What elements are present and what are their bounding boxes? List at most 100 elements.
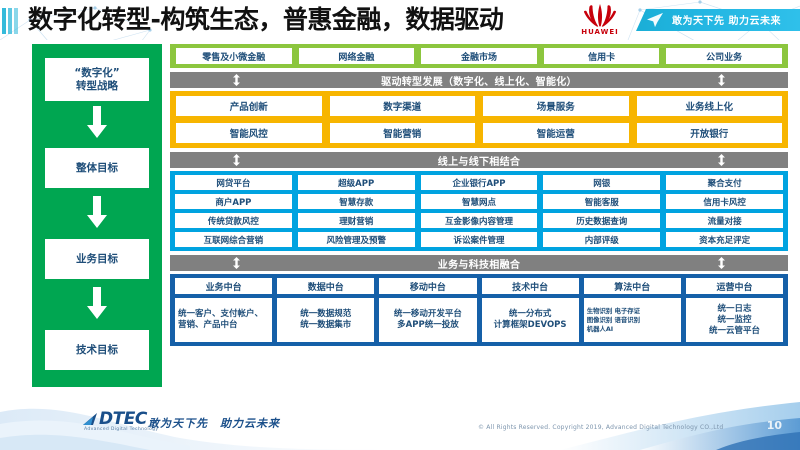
- goal-box-business: 业务目标: [45, 239, 149, 279]
- platform-algo-line-3: 机器人AI: [586, 324, 614, 333]
- app-risk-management-warning[interactable]: 风险管理及预警: [297, 232, 415, 247]
- platform-header-row: 业务中台 数据中台 移动中台 技术中台 算法中台 运营中台: [175, 278, 784, 294]
- app-traffic-integration[interactable]: 流量对接: [666, 213, 783, 228]
- platform-ops-line-1: 统一日志: [717, 303, 752, 314]
- platform-detail-business: 统一客户、支付帐户、营销、产品中台: [175, 298, 273, 342]
- platform-detail-row: 统一客户、支付帐户、营销、产品中台 统一数据规范 统一数据集市 统一移动开发平台…: [175, 298, 784, 342]
- app-corporate-bank-app[interactable]: 企业银行APP: [420, 175, 538, 190]
- divider-label-fusion: 业务与科技相融合: [437, 259, 521, 271]
- app-capital-adequacy-assessment[interactable]: 资本充足评定: [666, 232, 783, 247]
- dtec-tagline: 敢为天下先 助力云未来: [148, 417, 280, 430]
- drive-row-1: 产品创新 数字渠道 场景服务 业务线上化: [176, 96, 782, 116]
- dtec-logo: DTEC: [82, 411, 147, 428]
- dtec-subtitle: Advanced Digital Technology: [84, 427, 159, 432]
- app-image-content-management[interactable]: 互金影像内容管理: [420, 213, 538, 228]
- huawei-wordmark: HUAWEI: [581, 28, 619, 36]
- platform-data-line-1: 统一数据规范: [300, 309, 352, 319]
- app-wealth-marketing[interactable]: 理财营销: [297, 213, 415, 228]
- app-credit-card-risk-control[interactable]: 信用卡风控: [666, 194, 783, 209]
- online-row-1: 网贷平台 超级APP 企业银行APP 网银 聚合支付: [175, 175, 783, 190]
- platform-ops-line-2: 统一监控: [717, 314, 752, 325]
- platform-header-algorithm[interactable]: 算法中台: [583, 278, 681, 294]
- online-row-2: 商户APP 智慧存款 智慧网点 智能客服 信用卡风控: [175, 194, 783, 209]
- goal-box-strategy: “数字化” 转型战略: [45, 58, 149, 101]
- architecture-stack: 零售及小微金融 网络金融 金融市场 信用卡 公司业务 驱动转型发展（数字化、线上…: [170, 44, 788, 346]
- app-litigation-case-management[interactable]: 诉讼案件管理: [420, 232, 538, 247]
- goal-box-technology: 技术目标: [45, 330, 149, 370]
- down-arrow-icon-2: [87, 196, 107, 228]
- drive-scenario-service[interactable]: 场景服务: [483, 96, 629, 116]
- app-smart-deposit[interactable]: 智慧存款: [297, 194, 415, 209]
- dtec-wordmark: DTEC: [99, 409, 147, 429]
- platform-tech-line-1: 统一分布式: [508, 309, 552, 319]
- paper-plane-icon: [647, 12, 663, 28]
- app-online-banking[interactable]: 网银: [543, 175, 661, 190]
- platform-header-technology[interactable]: 技术中台: [481, 278, 579, 294]
- platform-mobile-line-1: 统一移动开发平台: [393, 309, 462, 319]
- drive-smart-operation[interactable]: 智能运营: [483, 123, 629, 143]
- footer-wave-decoration: [0, 402, 800, 450]
- business-line-financial-market[interactable]: 金融市场: [421, 48, 537, 64]
- down-arrow-icon-1: [87, 106, 107, 138]
- ribbon-tagline: 敢为天下先 助力云未来: [672, 16, 781, 27]
- drive-business-online[interactable]: 业务线上化: [636, 96, 782, 116]
- app-internet-integrated-marketing[interactable]: 互联网综合营销: [175, 232, 292, 247]
- page-number: 10: [766, 419, 782, 432]
- app-smart-branch[interactable]: 智慧网点: [420, 194, 538, 209]
- up-down-arrow-icon-left-2: [233, 154, 240, 166]
- platform-detail-technology: 统一分布式 计算框架DEVOPS: [481, 298, 579, 342]
- app-internal-rating[interactable]: 内部评级: [543, 232, 661, 247]
- business-line-internet-finance[interactable]: 网络金融: [298, 48, 415, 64]
- up-down-arrow-icon-right-3: [718, 257, 725, 269]
- platform-header-mobile[interactable]: 移动中台: [379, 278, 477, 294]
- app-traditional-loan-risk[interactable]: 传统贷款风控: [175, 213, 292, 228]
- up-down-arrow-icon-right-1: [718, 74, 725, 86]
- page-title: 数字化转型-构筑生态，普惠金融，数据驱动: [28, 5, 504, 34]
- divider-bar-drive: 驱动转型发展（数字化、线上化、智能化）: [170, 72, 788, 88]
- platform-detail-operation: 统一日志 统一监控 统一云管平台: [685, 298, 784, 342]
- business-line-credit-card[interactable]: 信用卡: [543, 48, 660, 64]
- slide-header: 数字化转型-构筑生态，普惠金融，数据驱动 HUAWEI 敢为天下先 助力云未来: [0, 0, 800, 40]
- app-aggregate-payment[interactable]: 聚合支付: [666, 175, 783, 190]
- divider-bar-online-offline: 线上与线下相结合: [170, 152, 788, 168]
- platform-data-line-2: 统一数据集市: [300, 320, 352, 330]
- huawei-logo: HUAWEI: [570, 2, 630, 38]
- up-down-arrow-icon-left-1: [233, 74, 240, 86]
- drive-open-banking[interactable]: 开放银行: [636, 123, 782, 143]
- up-down-arrow-icon-left-3: [233, 257, 240, 269]
- drive-digital-channel[interactable]: 数字渠道: [329, 96, 475, 116]
- business-lines-band: 零售及小微金融 网络金融 金融市场 信用卡 公司业务: [170, 44, 788, 68]
- app-historical-data-query[interactable]: 历史数据查询: [543, 213, 661, 228]
- huawei-flower-icon: [583, 4, 617, 27]
- platform-header-operation[interactable]: 运营中台: [685, 278, 784, 294]
- up-down-arrow-icon-right-2: [718, 154, 725, 166]
- platform-header-data[interactable]: 数据中台: [277, 278, 375, 294]
- platform-detail-mobile: 统一移动开发平台 多APP统一投放: [379, 298, 477, 342]
- platform-algo-line-1: 生物识别 电子存证: [586, 306, 641, 315]
- drive-row-2: 智能风控 智能营销 智能运营 开放银行: [176, 123, 782, 143]
- app-super-app[interactable]: 超级APP: [297, 175, 415, 190]
- divider-bar-fusion: 业务与科技相融合: [170, 255, 788, 271]
- platform-header-business[interactable]: 业务中台: [175, 278, 273, 294]
- business-line-retail[interactable]: 零售及小微金融: [176, 48, 292, 64]
- down-arrow-icon-3: [87, 287, 107, 319]
- platform-ops-line-3: 统一云管平台: [708, 325, 760, 336]
- online-offline-band: 网贷平台 超级APP 企业银行APP 网银 聚合支付 商户APP 智慧存款 智慧…: [170, 171, 788, 251]
- platform-algo-line-2: 图像识别 语音识别: [586, 315, 641, 324]
- app-online-lending-platform[interactable]: 网贷平台: [175, 175, 292, 190]
- strategy-goal-column: “数字化” 转型战略 整体目标 业务目标 技术目标: [32, 44, 162, 387]
- drive-smart-risk-control[interactable]: 智能风控: [176, 123, 322, 143]
- app-smart-customer-service[interactable]: 智能客服: [543, 194, 661, 209]
- app-merchant-app[interactable]: 商户APP: [175, 194, 292, 209]
- strategy-line-2: 转型战略: [76, 79, 118, 92]
- strategy-line-1: “数字化”: [74, 66, 120, 79]
- drive-smart-marketing[interactable]: 智能营销: [329, 123, 475, 143]
- business-line-corporate[interactable]: 公司业务: [666, 48, 782, 64]
- tagline-ribbon: [636, 9, 800, 31]
- dtec-triangle-icon: [83, 413, 97, 425]
- divider-label-drive: 驱动转型发展（数字化、线上化、智能化）: [381, 76, 577, 88]
- drive-product-innovation[interactable]: 产品创新: [176, 96, 322, 116]
- slide-footer: DTEC Advanced Digital Technology 敢为天下先 助…: [0, 394, 800, 450]
- drive-transformation-band: 产品创新 数字渠道 场景服务 业务线上化 智能风控 智能营销 智能运营 开放银行: [170, 91, 788, 148]
